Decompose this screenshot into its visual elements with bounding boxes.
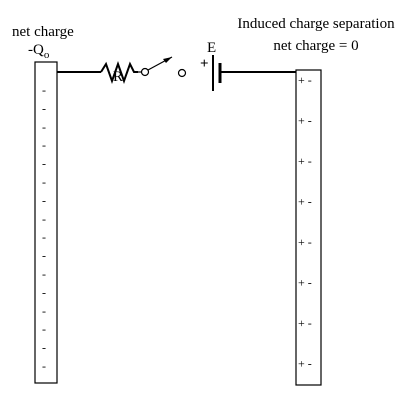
right-plate-charge-pair: + -: [298, 235, 312, 249]
label-net-charge-zero: net charge = 0: [273, 38, 358, 54]
left-plate-charges: - - - - - - - - - - - - - - - -: [42, 83, 46, 373]
left-plate-charge-sign: -: [42, 83, 46, 97]
right-plate-charge-pair: + -: [298, 114, 312, 128]
left-plate-charge-sign: -: [42, 175, 46, 189]
left-plate-charge-sign: -: [42, 322, 46, 336]
right-plate-charge-pair: + -: [298, 316, 312, 330]
left-plate-charge-sign: -: [42, 193, 46, 207]
left-plate-charge-sign: -: [42, 138, 46, 152]
label-left-charge-subscript: o: [44, 49, 50, 61]
label-left-charge-main: -Q: [28, 42, 44, 58]
right-plate-charges: + - + - + - + - + - + - + - + -: [298, 73, 312, 371]
right-plate-charge-pair: + -: [298, 276, 312, 290]
left-plate-charge-sign: -: [42, 212, 46, 226]
resistor-symbol: [100, 60, 138, 85]
left-plate-charge-sign: -: [42, 230, 46, 244]
switch-arrowhead: [163, 57, 172, 63]
left-plate-charge-sign: -: [42, 249, 46, 263]
left-plate: [34, 61, 58, 384]
right-plate-charge-pair: + -: [298, 357, 312, 371]
left-plate-charge-sign: -: [42, 157, 46, 171]
right-plate-charge-pair: + -: [298, 195, 312, 209]
label-left-charge: -Qo: [28, 42, 50, 61]
label-induced-charge: Induced charge separation: [237, 16, 395, 32]
label-net-charge: net charge: [12, 24, 74, 40]
switch-terminal-right: [177, 68, 187, 78]
label-battery-plus: +: [200, 56, 209, 72]
left-plate-charge-sign: -: [42, 341, 46, 355]
left-plate-charge-sign: -: [42, 267, 46, 281]
right-plate: [295, 69, 322, 386]
left-plate-charge-sign: -: [42, 304, 46, 318]
label-resistor: R: [113, 69, 123, 85]
left-plate-charge-sign: -: [42, 101, 46, 115]
label-battery: E: [207, 40, 216, 56]
left-plate-charge-sign: -: [42, 120, 46, 134]
left-plate-charge-sign: -: [42, 285, 46, 299]
right-plate-charge-pair: + -: [298, 73, 312, 87]
switch-terminal-left: [140, 67, 150, 77]
right-plate-charge-pair: + -: [298, 154, 312, 168]
left-plate-charge-sign: -: [42, 359, 46, 373]
